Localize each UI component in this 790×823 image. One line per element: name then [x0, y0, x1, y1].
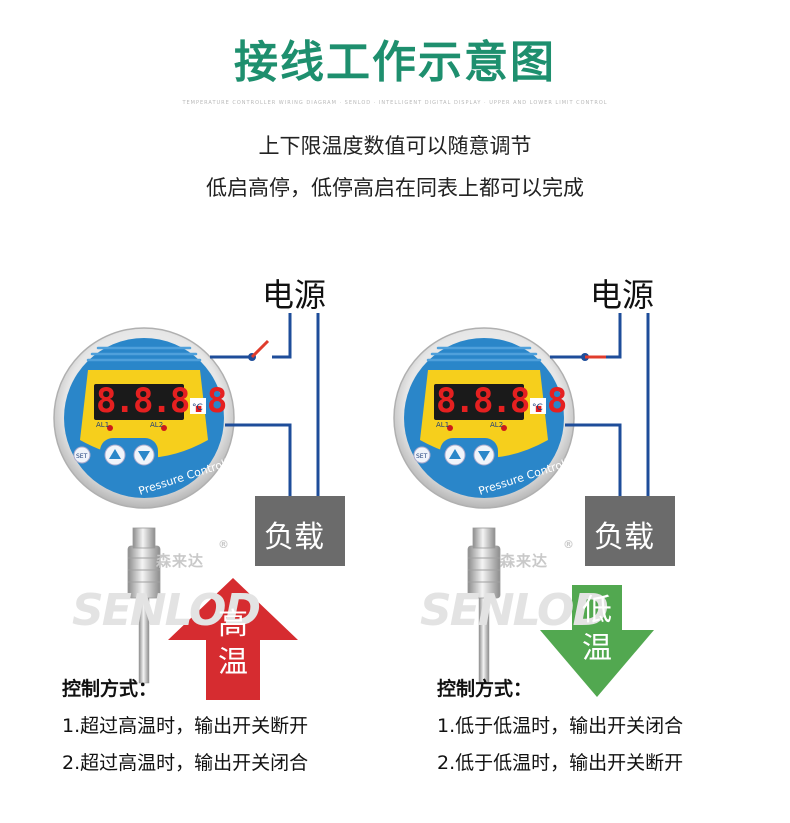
left-gauge-display: 8.8.8.8 [96, 381, 226, 421]
left-high-temp-arrow [168, 578, 298, 700]
right-gauge-display: 8.8.8.8 [436, 381, 566, 421]
left-arrow-char-1: 高 [218, 607, 248, 642]
left-watermark-logo: SENLOD [72, 585, 261, 636]
right-load-label: 负载 [594, 520, 654, 555]
right-gauge-set: SET [416, 453, 428, 460]
right-control-item-2: 2.低于低温时，输出开关断开 [437, 752, 684, 774]
right-arrow-text: 低 温 [567, 592, 627, 668]
left-power-label: 电源 [262, 276, 327, 314]
right-wires [550, 313, 650, 496]
right-load-box [585, 496, 675, 566]
left-load-box [255, 496, 345, 566]
right-gauge-unit: °C [532, 403, 543, 413]
left-gauge-al2: AL2 [150, 421, 163, 429]
left-gauge-al1: AL1 [96, 421, 109, 429]
left-watermark-brand: 森来达 [156, 552, 205, 570]
title-tagline: TEMPERATURE CONTROLLER WIRING DIAGRAM · … [182, 100, 608, 106]
right-power-label: 电源 [590, 276, 655, 314]
left-control-item-2: 2.超过高温时，输出开关闭合 [62, 752, 309, 774]
left-switch-open [250, 339, 270, 359]
right-watermark-brand: 森来达 [500, 552, 549, 570]
right-gauge-al2: AL2 [490, 421, 503, 429]
page-title: 接线工作示意图 [234, 37, 556, 88]
subtitle-2: 低启高停，低停高启在同表上都可以完成 [206, 176, 584, 200]
left-control-item-1: 1.超过高温时，输出开关断开 [62, 715, 309, 737]
right-low-temp-arrow [540, 585, 654, 697]
right-control-item-1: 1.低于低温时，输出开关闭合 [437, 715, 684, 737]
right-watermark-registered: ® [563, 538, 575, 551]
left-load-label: 负载 [264, 520, 324, 555]
right-watermark-logo: SENLOD [420, 585, 609, 636]
left-wires [210, 313, 320, 496]
left-control-title: 控制方式： [62, 678, 158, 700]
left-gauge-set: SET [76, 453, 88, 460]
subtitle-1: 上下限温度数值可以随意调节 [258, 134, 532, 158]
right-gauge-al1: AL1 [436, 421, 449, 429]
right-arrow-char-2: 温 [582, 631, 612, 666]
right-control-title: 控制方式： [437, 678, 533, 700]
left-watermark-registered: ® [218, 538, 230, 551]
left-arrow-char-2: 温 [218, 645, 248, 680]
right-arrow-char-1: 低 [582, 593, 612, 628]
left-arrow-text: 高 温 [203, 606, 263, 682]
left-gauge-unit: °C [192, 403, 203, 413]
